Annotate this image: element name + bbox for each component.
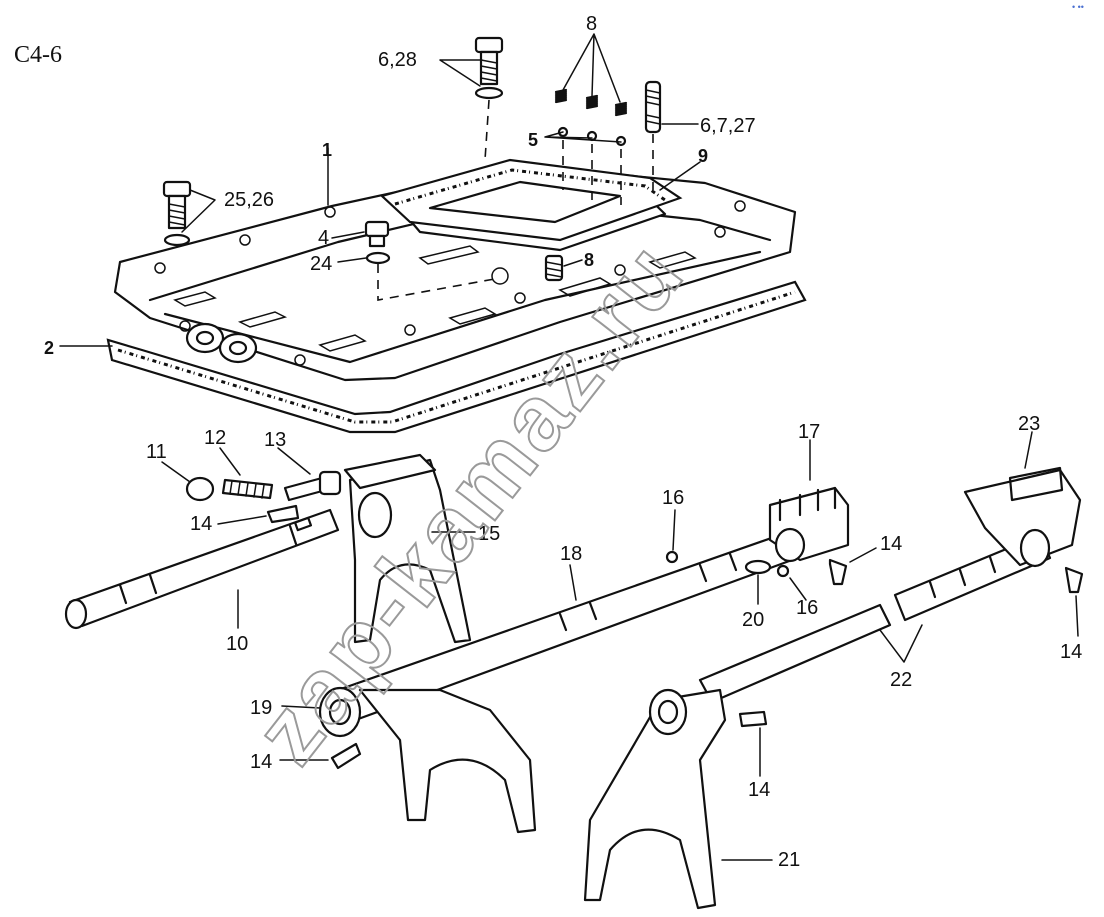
label-24: 24 xyxy=(310,253,332,275)
label-14-d: 14 xyxy=(250,751,272,773)
bracket-part-23 xyxy=(963,466,1082,568)
label-18: 18 xyxy=(560,543,582,565)
label-8-top: 8 xyxy=(586,13,597,35)
fork-part-15 xyxy=(343,453,472,644)
label-4: 4 xyxy=(318,227,329,249)
label-15: 15 xyxy=(478,523,500,545)
rod-part-10 xyxy=(64,508,340,630)
pin-part-16-bot xyxy=(776,564,790,578)
fork-part-21 xyxy=(583,688,727,910)
screw-part-14-e xyxy=(738,710,768,728)
spring-part-12 xyxy=(221,478,274,500)
screw-part-14-a xyxy=(266,504,300,524)
gasket-part-2 xyxy=(106,280,807,434)
label-6-7-27: 6,7,27 xyxy=(700,115,756,137)
label-14-e: 14 xyxy=(748,779,770,801)
plug-part-8-mid xyxy=(544,254,564,282)
bracket-part-17 xyxy=(768,486,850,563)
label-12: 12 xyxy=(204,427,226,449)
label-17: 17 xyxy=(798,421,820,443)
label-16-top: 16 xyxy=(662,487,684,509)
label-19: 19 xyxy=(250,697,272,719)
corner-mark: • •• xyxy=(1072,2,1084,12)
label-20: 20 xyxy=(742,609,764,631)
pin-part-16-top xyxy=(665,550,679,564)
label-6-28: 6,28 xyxy=(378,49,417,71)
label-11: 11 xyxy=(146,441,167,463)
screw-part-14-c xyxy=(1064,566,1084,594)
label-21: 21 xyxy=(778,849,800,871)
pin-part-13 xyxy=(283,470,342,502)
screw-part-14-d xyxy=(330,742,362,770)
label-9: 9 xyxy=(698,146,708,166)
gasket-part-9 xyxy=(379,158,683,242)
label-23: 23 xyxy=(1018,413,1040,435)
leader-lines xyxy=(59,33,1079,861)
label-14-a: 14 xyxy=(190,513,212,535)
label-2: 2 xyxy=(44,338,54,358)
screw-part-14-b xyxy=(828,558,848,586)
bolt-part-6-28 xyxy=(474,36,504,161)
label-22: 22 xyxy=(890,669,912,691)
bolt-part-4 xyxy=(364,220,501,301)
label-14-c: 14 xyxy=(1060,641,1082,663)
label-25-26: 25,26 xyxy=(224,189,274,211)
ball-part-11 xyxy=(185,476,215,502)
label-5: 5 xyxy=(528,130,538,150)
label-16-bot: 16 xyxy=(796,597,818,619)
diagram-code: C4-6 xyxy=(14,42,62,68)
pin-part-20 xyxy=(744,559,772,575)
bolt-part-25-26 xyxy=(162,180,192,247)
label-10: 10 xyxy=(226,633,248,655)
label-14-b: 14 xyxy=(880,533,902,555)
label-8-mid: 8 xyxy=(584,250,594,270)
stud-part-6-7-27 xyxy=(644,80,662,190)
part-labels: 6,28 8 5 6,7,27 1 9 25,26 4 24 8 2 11 12… xyxy=(44,13,1082,871)
label-1: 1 xyxy=(322,140,332,160)
fork-part-19 xyxy=(318,686,537,834)
label-13: 13 xyxy=(264,429,286,451)
